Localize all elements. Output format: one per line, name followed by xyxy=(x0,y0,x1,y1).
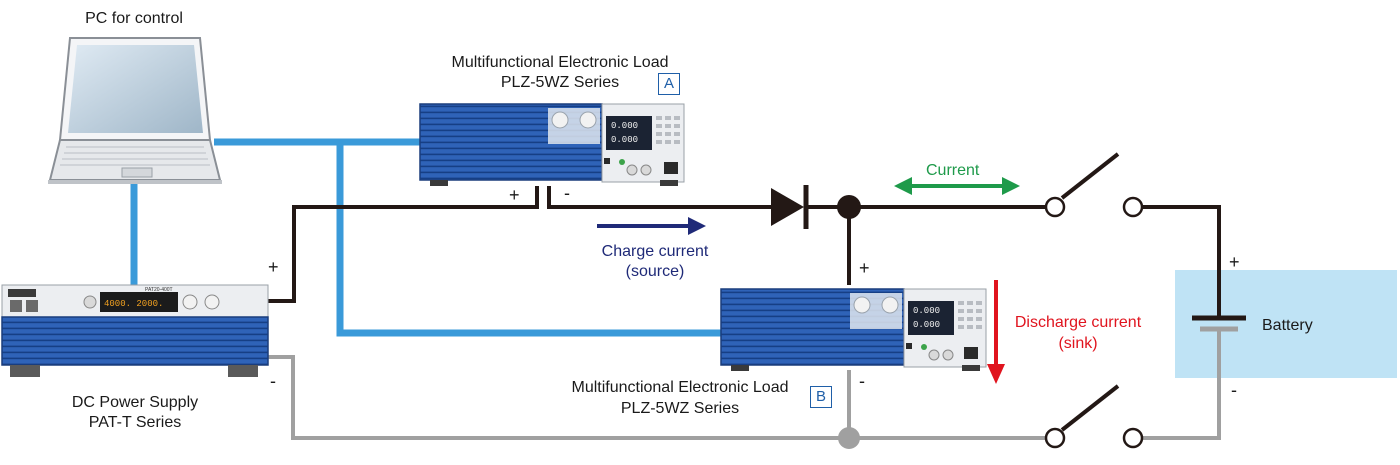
switch-bottom-right-contact xyxy=(1122,427,1144,449)
dc-power-supply: 4000. 2000. PAT20-400T xyxy=(1,284,269,377)
psu-display: 4000. 2000. xyxy=(104,299,163,309)
junction-node-minus xyxy=(838,427,860,449)
switch-top-left-contact xyxy=(1044,196,1066,218)
current-label: Current xyxy=(926,162,980,179)
load-b-title: Multifunctional Electronic Load xyxy=(571,379,789,396)
load-b-display-line2: 0.000 xyxy=(913,320,940,330)
electronic-load-b: 0.000 0.000 xyxy=(720,288,987,371)
psu-plus-sign: + xyxy=(268,257,279,277)
load-a-plus-sign: + xyxy=(509,185,520,205)
load-b-minus-sign: - xyxy=(859,371,865,391)
battery-box xyxy=(1175,270,1397,378)
psu-series: PAT-T Series xyxy=(88,414,182,431)
switch-bottom-left-contact xyxy=(1044,427,1066,449)
psu-title: DC Power Supply xyxy=(71,394,199,411)
battery-plus-sign: + xyxy=(1229,252,1240,272)
charge-current-label: Charge current xyxy=(601,243,709,260)
current-arrow xyxy=(894,177,1020,195)
battery-minus-sign: - xyxy=(1231,380,1237,400)
discharge-sink-label: (sink) xyxy=(1058,335,1098,352)
switch-top-right-contact xyxy=(1122,196,1144,218)
wire-psu-minus xyxy=(268,355,1046,440)
psu-model-text: PAT20-400T xyxy=(145,287,173,293)
electronic-load-a: 0.000 0.000 xyxy=(419,103,685,186)
wire-switch-to-battery-minus xyxy=(1141,327,1221,440)
load-a-tag: A xyxy=(658,73,680,95)
discharge-current-label: Discharge current xyxy=(1014,314,1142,331)
laptop-icon xyxy=(48,37,222,184)
switch-bottom-blade xyxy=(1060,384,1120,432)
positive-wiring xyxy=(268,152,1221,318)
load-b-series: PLZ-5WZ Series xyxy=(620,400,740,417)
load-a-display-line1: 0.000 xyxy=(611,121,638,131)
load-b-display-line1: 0.000 xyxy=(913,306,940,316)
load-a-title: Multifunctional Electronic Load xyxy=(451,54,669,71)
wire-switch-to-battery-plus xyxy=(1141,205,1221,318)
psu-minus-sign: - xyxy=(270,371,276,391)
load-a-minus-sign: - xyxy=(564,183,570,203)
load-a-display-line2: 0.000 xyxy=(611,135,638,145)
battery-symbol xyxy=(1192,315,1246,332)
negative-wiring xyxy=(268,327,1221,440)
load-b-tag: B xyxy=(810,386,832,408)
load-b-plus-sign: + xyxy=(859,258,870,278)
battery-label: Battery xyxy=(1262,317,1313,334)
pc-label: PC for control xyxy=(85,10,183,27)
charge-source-label: (source) xyxy=(625,263,685,280)
load-a-series: PLZ-5WZ Series xyxy=(500,74,620,91)
wire-load-a-minus xyxy=(547,186,780,209)
discharge-current-arrow xyxy=(987,280,1005,384)
charge-current-arrow xyxy=(597,217,706,235)
diode xyxy=(771,185,809,229)
switch-top-blade xyxy=(1060,152,1120,200)
wire-psu-plus xyxy=(268,186,539,303)
junction-node-plus xyxy=(837,195,861,219)
